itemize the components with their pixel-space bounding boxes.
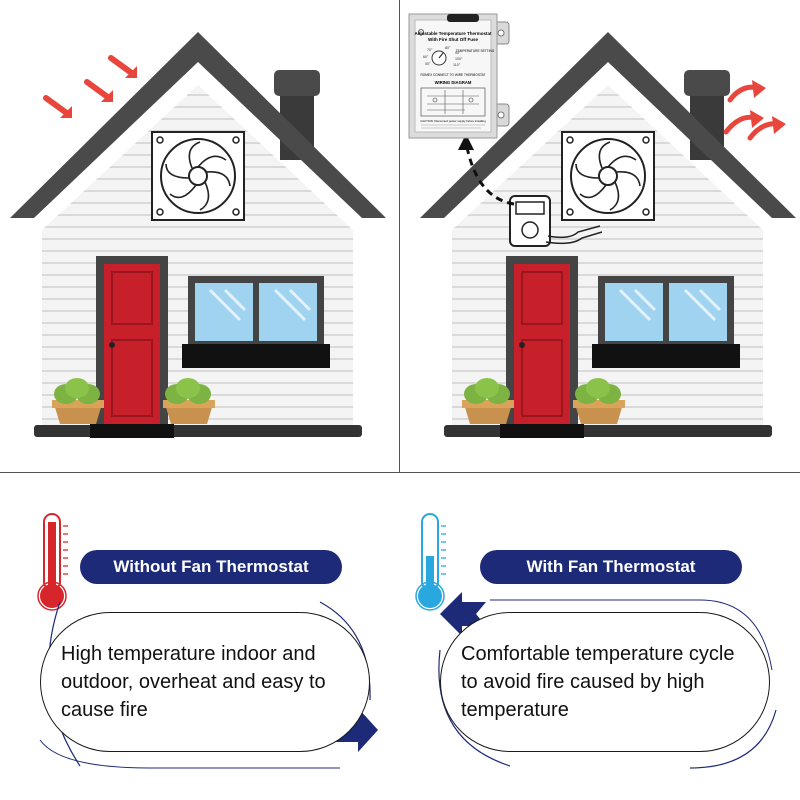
svg-text:90°: 90° [455,51,461,55]
thermostat-title-1: Adjustable Temperature Thermostat [415,31,492,36]
description-left: High temperature indoor and outdoor, ove… [61,643,326,721]
label-without-thermostat-text: Without Fan Thermostat [113,557,309,576]
house-without-thermostat [10,32,386,438]
plant-pot-left-icon [462,378,514,424]
ground-strip [34,425,362,437]
roof [10,32,386,218]
horizontal-divider [0,472,800,473]
house-with-thermostat [420,32,796,438]
thermostat-diagram-label: WIRING DIAGRAM [435,80,472,85]
plant-pot-right-icon [163,378,215,424]
plant-pot-right-icon [573,378,625,424]
svg-text:80°: 80° [445,46,451,50]
hot-thermometer-icon [37,513,68,611]
plant-pot-left-icon [52,378,104,424]
svg-text:70°: 70° [427,48,433,52]
vertical-divider [399,0,400,472]
window-sill [182,344,330,368]
dashed-connector [464,141,515,206]
thermostat-connect-note: ROMEX CONNECT TO WIRE THERMOSTAT [421,73,486,77]
svg-text:50°: 50° [425,62,431,66]
svg-text:60°: 60° [423,55,429,59]
cool-thermometer-icon [415,513,446,611]
label-with-thermostat-text: With Fan Thermostat [526,557,696,576]
thermostat-warning: CAUTION: Disconnect power supply before … [420,119,486,123]
heat-arrows-out-icon [723,80,786,141]
svg-text:110°: 110° [453,63,461,67]
label-without-thermostat: Without Fan Thermostat [80,550,342,584]
label-with-thermostat: With Fan Thermostat [480,550,742,584]
multimeter-icon [509,195,603,247]
description-box-right: Comfortable temperature cycle to avoid f… [440,612,770,752]
description-box-left: High temperature indoor and outdoor, ove… [40,612,370,752]
attic-fan-icon [561,131,655,221]
description-right: Comfortable temperature cycle to avoid f… [461,643,735,721]
thermostat-title-2: With Fire Shut Off Fuse [428,37,478,42]
ground-strip [444,425,772,437]
window-sill [592,344,740,368]
svg-text:100°: 100° [455,57,463,61]
heat-arrows-in-icon [43,55,137,118]
roof [420,32,796,218]
thermostat-device: Adjustable Temperature Thermostat With F… [408,13,510,139]
thermostat-setting-label: TEMPERATURE SETTING [456,49,495,53]
attic-fan-icon [151,131,245,221]
